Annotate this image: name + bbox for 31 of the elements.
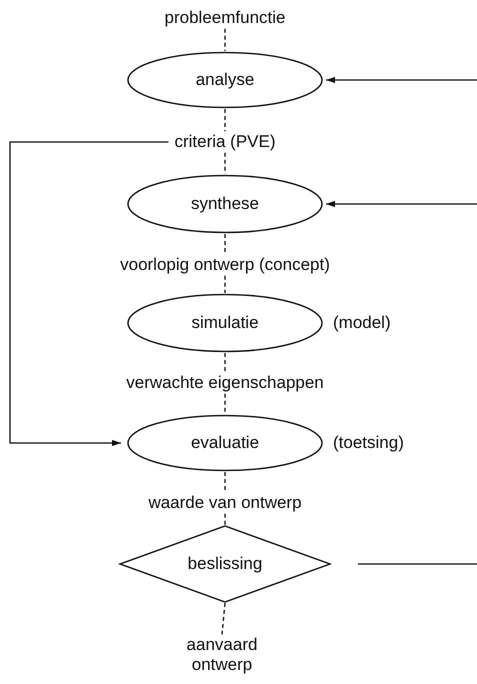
dashed-connector xyxy=(224,394,226,414)
flow-label: probleemfunctie xyxy=(164,8,286,28)
dashed-connector xyxy=(224,109,226,132)
dashed-connector xyxy=(221,602,226,635)
dashed-connector xyxy=(224,514,226,525)
process-ellipse xyxy=(127,175,323,233)
dashed-connector xyxy=(224,353,226,372)
flow-label: voorlopig ontwerp (concept) xyxy=(119,255,331,275)
process-ellipse xyxy=(127,52,323,108)
dashed-connector xyxy=(224,472,226,492)
flow-label: aanvaard ontwerp xyxy=(186,635,258,675)
dashed-connector xyxy=(224,28,226,51)
flow-label: waarde van ontwerp xyxy=(147,493,303,513)
decision-diamond xyxy=(120,526,330,602)
node-label: beslissing xyxy=(186,554,264,574)
process-ellipse xyxy=(127,415,323,471)
dashed-connector xyxy=(224,152,226,174)
dashed-connector xyxy=(224,234,226,254)
flow-label: verwachte eigenschappen xyxy=(125,373,325,393)
arrow xyxy=(326,200,477,208)
side-note: (model) xyxy=(333,313,391,333)
flow-label: criteria (PVE) xyxy=(173,132,277,152)
arrow xyxy=(9,141,168,446)
dashed-connector xyxy=(224,276,226,293)
node-label: synthese xyxy=(190,194,260,214)
process-ellipse xyxy=(127,294,323,352)
node-label: analyse xyxy=(194,70,256,90)
side-note: (toetsing) xyxy=(333,433,404,453)
arrow xyxy=(326,76,477,84)
node-label: simulatie xyxy=(190,313,260,333)
node-label: evaluatie xyxy=(190,433,260,453)
